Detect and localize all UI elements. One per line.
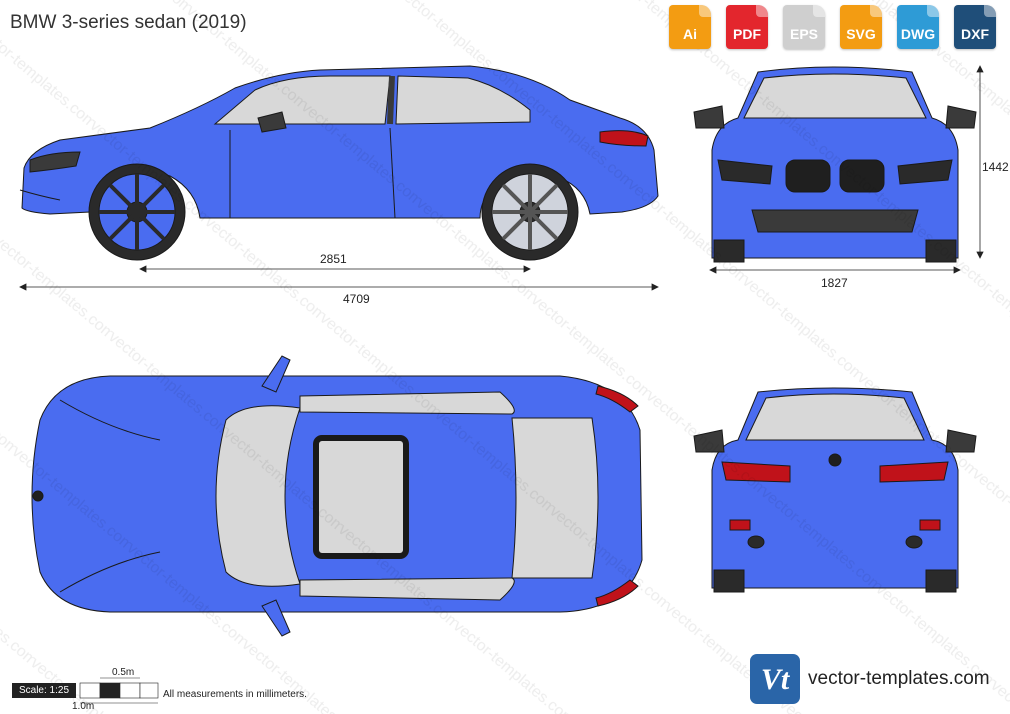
brand-site-link[interactable]: vector-templates.com bbox=[808, 668, 990, 689]
eps-format-icon[interactable]: EPS bbox=[783, 5, 825, 49]
scale-label: Scale: 1:25 bbox=[12, 683, 76, 698]
scale-one-meter: 1.0m bbox=[72, 701, 95, 712]
page-title: BMW 3-series sedan (2019) bbox=[10, 12, 247, 33]
dwg-format-label: DWG bbox=[900, 26, 936, 42]
svg-format-icon[interactable]: SVG bbox=[840, 5, 882, 49]
ai-format-label: Ai bbox=[683, 26, 697, 42]
dwg-format-icon[interactable]: DWG bbox=[897, 5, 939, 49]
height-dimension: 1442 bbox=[982, 160, 1009, 174]
eps-format-label: EPS bbox=[789, 26, 818, 42]
dxf-format-icon[interactable]: DXF bbox=[954, 5, 996, 49]
wheelbase-dimension: 2851 bbox=[320, 252, 347, 266]
vector-templates-logo[interactable]: Vt bbox=[750, 654, 800, 704]
pdf-format-icon[interactable]: PDF bbox=[726, 5, 768, 49]
measurements-note: All measurements in millimeters. bbox=[163, 689, 307, 700]
svg-format-label: SVG bbox=[846, 26, 876, 42]
ai-format-icon[interactable]: Ai bbox=[669, 5, 711, 49]
length-dimension: 4709 bbox=[343, 292, 370, 306]
scale-half-meter: 0.5m bbox=[112, 667, 135, 678]
pdf-format-label: PDF bbox=[733, 26, 761, 42]
width-dimension: 1827 bbox=[821, 276, 848, 290]
dxf-format-label: DXF bbox=[961, 26, 989, 42]
